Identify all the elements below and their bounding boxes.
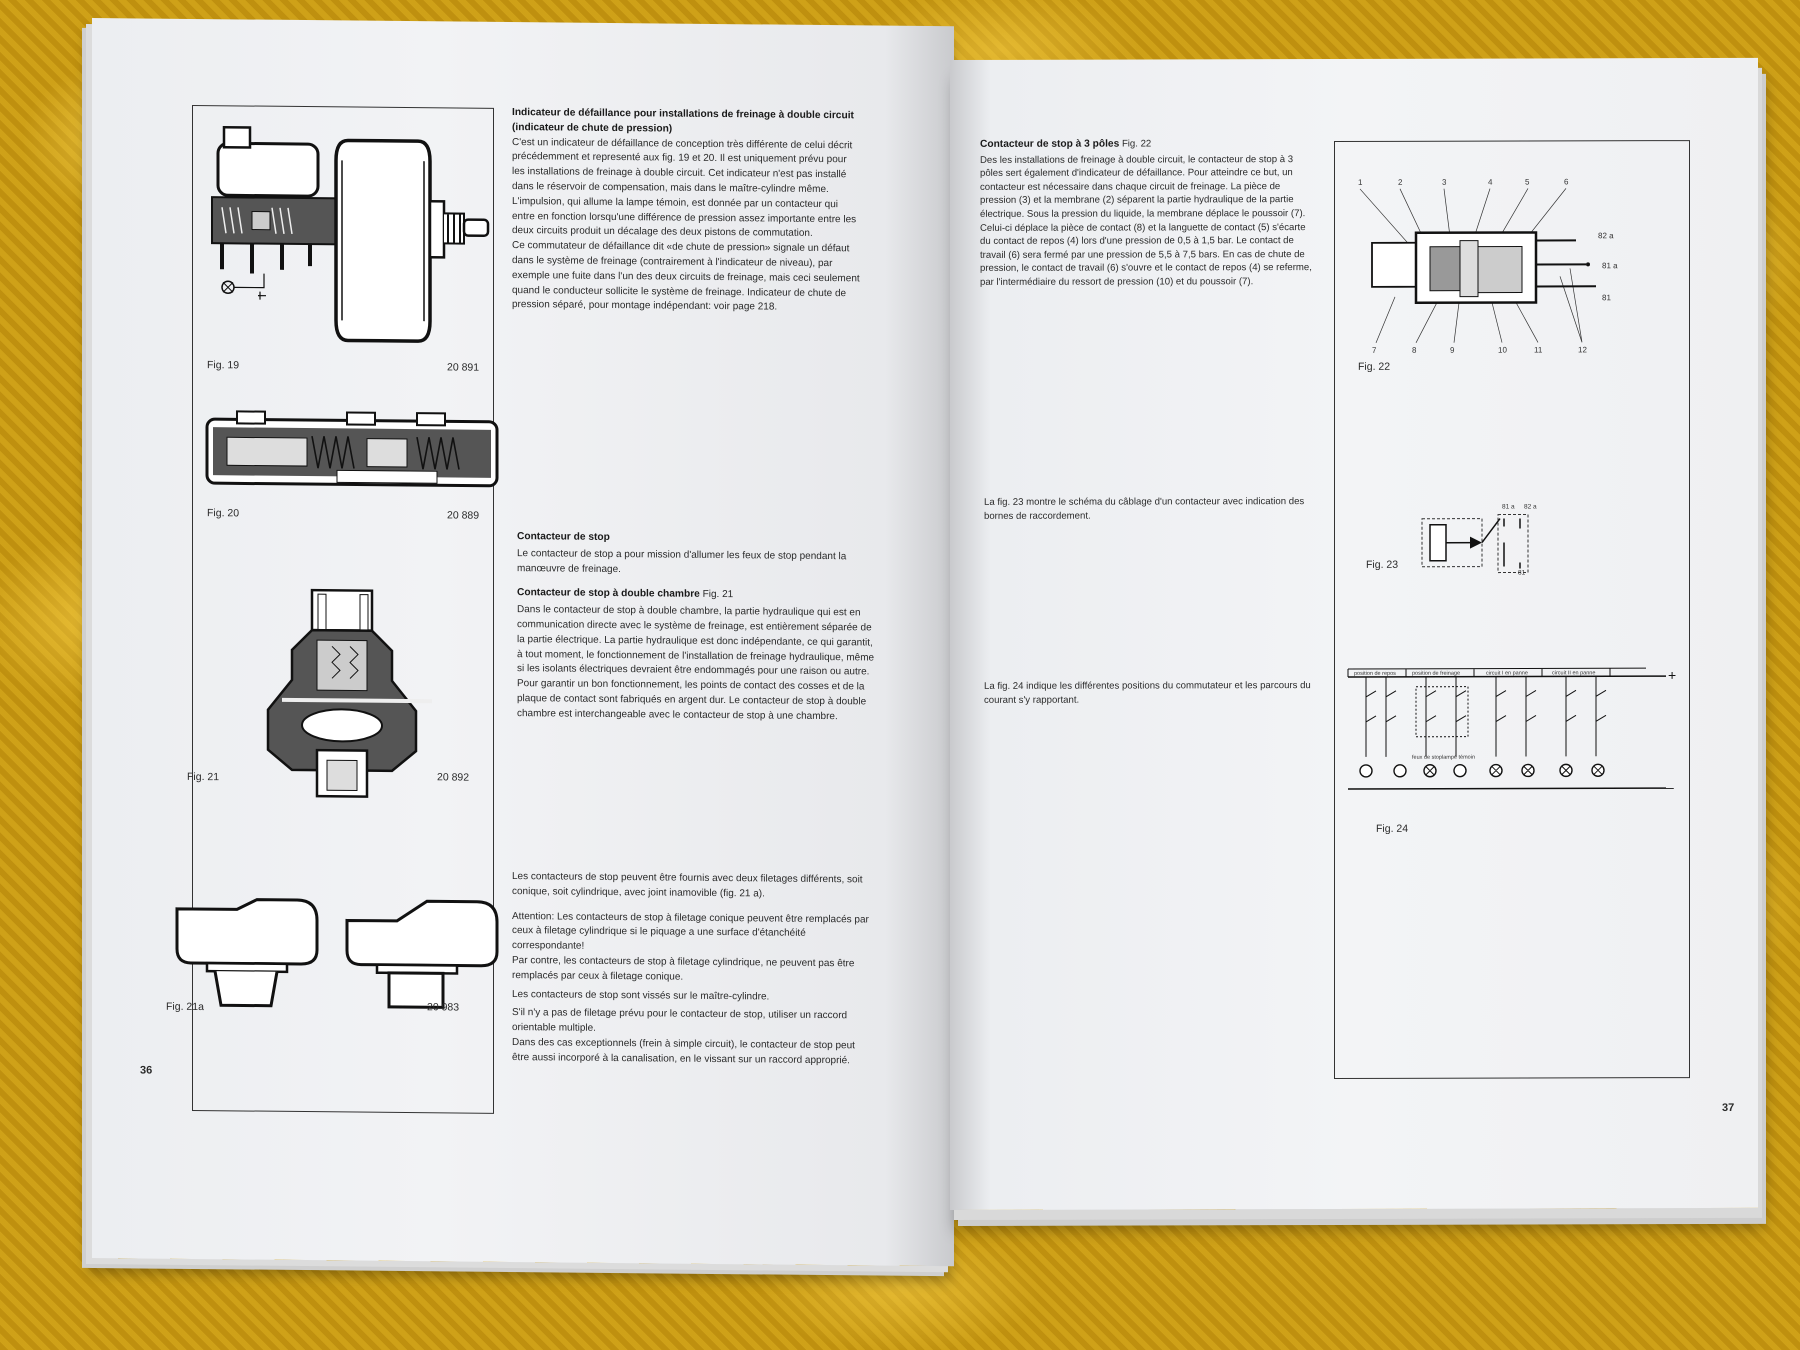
right-heading-figref: Fig. 22 xyxy=(1121,138,1152,150)
left-text-column-bottom: Les contacteurs de stop peuvent être fou… xyxy=(512,870,874,1069)
section1-para3: Ce commutateur de défaillance dit «de ch… xyxy=(512,240,860,313)
fig22-terminal-81: 81 xyxy=(1602,293,1611,302)
fig22-callout-8: 8 xyxy=(1412,346,1417,355)
fig22-callout-1: 1 xyxy=(1358,178,1363,187)
fig21-illustration xyxy=(266,588,432,798)
fig24-header-braking: position de freinage xyxy=(1412,671,1460,677)
left-page-number: 36 xyxy=(140,1064,153,1077)
fig22-caption: Fig. 22 xyxy=(1358,360,1391,373)
fig22-callout-5: 5 xyxy=(1525,177,1530,186)
right-para1: Des les installations de freinage à doub… xyxy=(980,153,1312,288)
section4-para2: Attention: Les contacteurs de stop à fil… xyxy=(512,910,869,952)
section2-heading: Contacteur de stop xyxy=(517,531,610,543)
fig19-number: 20 891 xyxy=(447,361,480,374)
fig24-illustration: position de repos position de freinage c… xyxy=(1347,667,1676,795)
fig22-callout-9: 9 xyxy=(1450,346,1455,355)
right-heading: Contacteur de stop à 3 pôles xyxy=(980,138,1120,150)
section4-para5: S'il n'y a pas de filetage prévu pour le… xyxy=(512,1007,848,1035)
fig22-callout-2: 2 xyxy=(1398,178,1403,187)
section1-para2: L'impulsion, qui allume la lampe témoin,… xyxy=(512,195,857,240)
section2-para: Le contacteur de stop a pour mission d'a… xyxy=(517,547,847,575)
fig19-illustration xyxy=(211,126,490,343)
fig21a-number: 20 983 xyxy=(427,1001,460,1014)
section3-para: Dans le contacteur de stop à double cham… xyxy=(517,604,875,722)
fig24-header-rest: position de repos xyxy=(1354,671,1396,677)
fig23-caption: Fig. 23 xyxy=(1366,558,1399,571)
left-page: Fig. 19 20 891 Fig. 20 20 889 Fig. 21 20… xyxy=(92,18,954,1267)
fig24-caption: Fig. 24 xyxy=(1376,822,1409,835)
right-page: Contacteur de stop à 3 pôles Fig. 22 Des… xyxy=(950,57,1758,1211)
fig23-terminal-82a: 82 a xyxy=(1524,503,1537,510)
fig23-illustration: 81 a 82 a 81 xyxy=(1421,503,1537,577)
fig22-callout-10: 10 xyxy=(1498,346,1507,355)
right-para3: La fig. 24 indique les différentes posit… xyxy=(984,680,1311,706)
fig19-caption: Fig. 19 xyxy=(207,359,240,372)
section1-para1: C'est un indicateur de défaillance de co… xyxy=(512,136,853,196)
fig20-number: 20 889 xyxy=(447,509,480,522)
fig21a-caption: Fig. 21a xyxy=(166,1000,204,1014)
fig21a-illustration xyxy=(175,898,499,1009)
fig22-terminal-81a: 81 a xyxy=(1602,261,1618,270)
section1-heading: Indicateur de défaillance pour installat… xyxy=(512,107,854,135)
fig22-terminal-82a: 82 a xyxy=(1598,231,1614,240)
fig24-header-circuit1: circuit I en panne xyxy=(1486,670,1528,676)
section3-figref: Fig. 21 xyxy=(702,589,734,601)
left-text-column-top: Indicateur de défaillance pour installat… xyxy=(512,106,862,317)
fig23-terminal-81a: 81 a xyxy=(1502,504,1515,511)
fig22-illustration: 1 2 3 4 5 6 7 8 9 10 11 12 82 a 81 a 81 xyxy=(1358,177,1618,355)
fig22-callout-12: 12 xyxy=(1578,345,1587,354)
fig22-callout-11: 11 xyxy=(1534,345,1543,354)
section4-para1: Les contacteurs de stop peuvent être fou… xyxy=(512,871,863,900)
section3-heading: Contacteur de stop à double chambre xyxy=(517,587,700,601)
fig23-terminal-81: 81 xyxy=(1518,569,1526,576)
right-page-number: 37 xyxy=(1722,1101,1735,1114)
fig24-plus: + xyxy=(1668,667,1676,683)
fig20-caption: Fig. 20 xyxy=(207,507,240,520)
fig22-callout-3: 3 xyxy=(1442,178,1447,187)
section4-para4: Les contacteurs de stop sont vissés sur … xyxy=(512,988,770,1003)
fig24-header-circuit2: circuit II en panne xyxy=(1552,670,1595,676)
left-text-column-middle: Contacteur de stop Le contacteur de stop… xyxy=(517,530,875,725)
fig22-callout-6: 6 xyxy=(1564,177,1569,186)
section4-para3: Par contre, les contacteurs de stop à fi… xyxy=(512,955,855,983)
section4-para6: Dans des cas exceptionnels (frein à simp… xyxy=(512,1037,855,1067)
fig24-minus: – xyxy=(1666,779,1674,795)
right-text-top: Contacteur de stop à 3 pôles Fig. 22 Des… xyxy=(980,137,1315,289)
fig21-caption: Fig. 21 xyxy=(187,770,220,784)
fig22-callout-7: 7 xyxy=(1372,346,1377,355)
fig24-lamp-label-stop: feux de stop xyxy=(1412,755,1442,761)
fig24-lamp-label-warning: lampe témoin xyxy=(1442,755,1475,761)
fig20-illustration xyxy=(205,410,499,488)
fig21-number: 20 892 xyxy=(437,771,470,784)
right-para2: La fig. 23 montre le schéma du câblage d… xyxy=(984,496,1305,522)
fig22-callout-4: 4 xyxy=(1488,178,1493,187)
